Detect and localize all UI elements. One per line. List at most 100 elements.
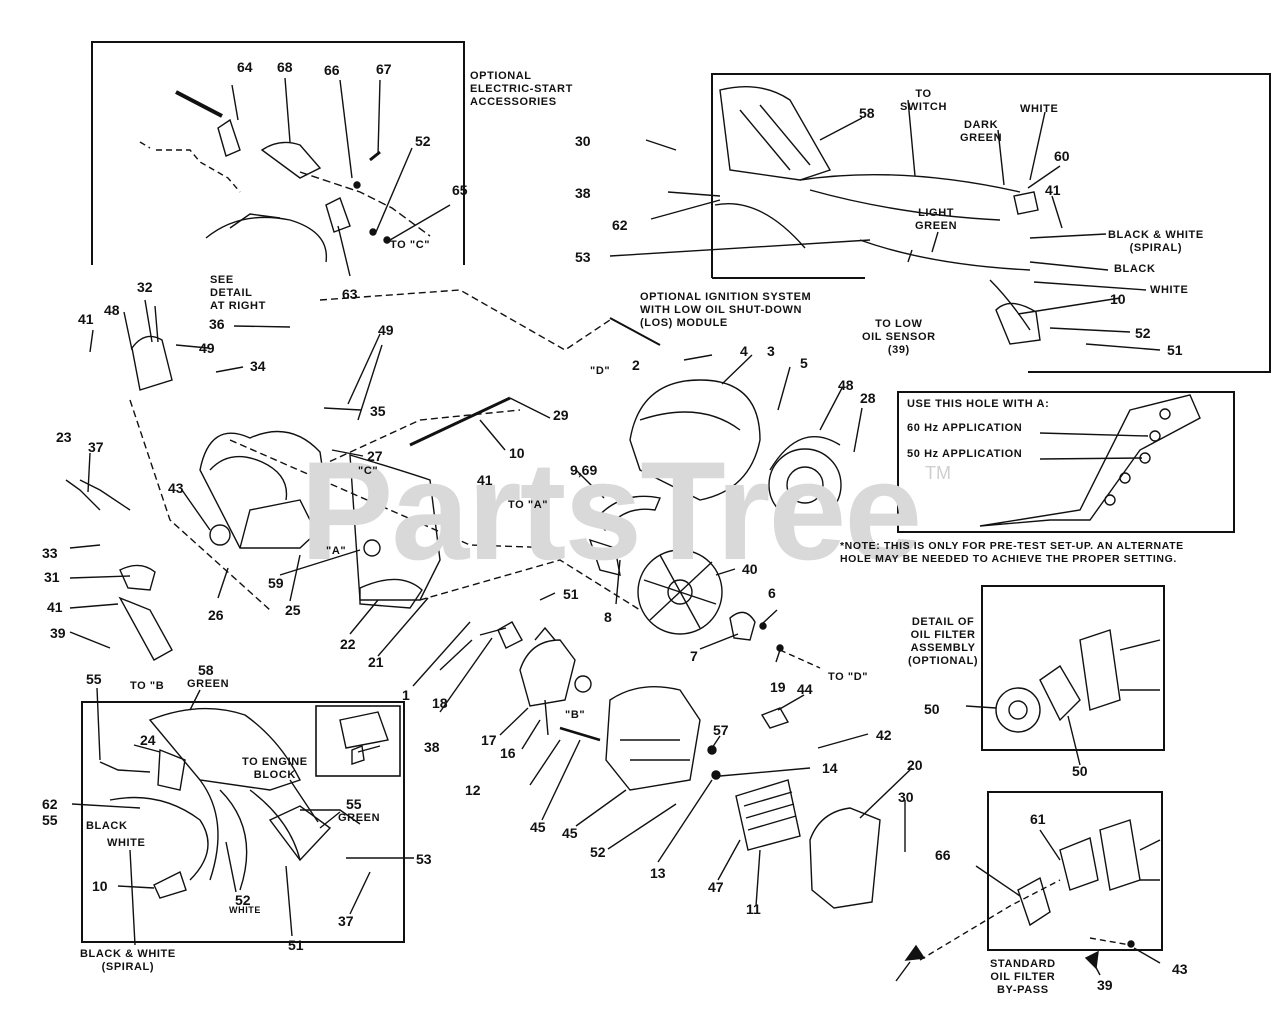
caption-c-mid: "C" bbox=[358, 465, 379, 477]
callout: 45 bbox=[530, 819, 546, 835]
callout: 6 bbox=[768, 585, 776, 601]
caption-to-engine-block: TO ENGINE BLOCK bbox=[242, 756, 308, 781]
callout: 9,69 bbox=[570, 462, 598, 478]
callout: 25 bbox=[285, 602, 301, 618]
callout: 28 bbox=[860, 390, 876, 406]
caption-see-detail: SEE DETAIL AT RIGHT bbox=[210, 274, 266, 312]
callout: 37 bbox=[88, 439, 104, 455]
caption-to-c-top: TO "C" bbox=[390, 239, 431, 251]
callout: 64 bbox=[237, 59, 253, 75]
callout: 51 bbox=[1167, 342, 1183, 358]
caption-50hz: 50 Hz APPLICATION bbox=[907, 448, 1023, 460]
caption-light-green: LIGHT GREEN bbox=[915, 207, 958, 232]
caption-black-white-spiral-left: BLACK & WHITE (SPIRAL) bbox=[80, 948, 176, 973]
callout: 41 bbox=[477, 472, 493, 488]
callout: 52 bbox=[1135, 325, 1151, 341]
callout: 65 bbox=[452, 182, 468, 198]
wire-harness-box-border bbox=[81, 701, 405, 943]
callout: 66 bbox=[935, 847, 951, 863]
caption-white-55: WHITE bbox=[229, 905, 261, 915]
callout: 33 bbox=[42, 545, 58, 561]
caption-green-55-top: GREEN bbox=[187, 678, 230, 690]
callout: 53 bbox=[575, 249, 591, 265]
callout: 51 bbox=[288, 937, 304, 953]
callout: 52 bbox=[590, 844, 606, 860]
callout: 66 bbox=[324, 62, 340, 78]
callout: 14 bbox=[822, 760, 838, 776]
callout: 10 bbox=[509, 445, 525, 461]
caption-to-switch: TO SWITCH bbox=[900, 88, 947, 113]
caption-black-left: BLACK bbox=[86, 820, 128, 832]
standard-oil-filter-box-border bbox=[987, 791, 1163, 951]
callout: 39 bbox=[1097, 977, 1113, 993]
callout: 67 bbox=[376, 61, 392, 77]
caption-white-right: WHITE bbox=[1150, 284, 1189, 296]
callout: 55 bbox=[346, 796, 362, 812]
caption-white-top: WHITE bbox=[1020, 103, 1059, 115]
callout: 7 bbox=[690, 648, 698, 664]
caption-standard-oil-filter: STANDARD OIL FILTER BY-PASS bbox=[990, 958, 1056, 996]
callout: 4 bbox=[740, 343, 748, 359]
callout: 63 bbox=[342, 286, 358, 302]
callout: 48 bbox=[838, 377, 854, 393]
callout: 19 bbox=[770, 679, 786, 695]
callout: 10 bbox=[92, 878, 108, 894]
watermark: PartsTree bbox=[300, 432, 922, 589]
callout: 62 bbox=[612, 217, 628, 233]
caption-a-mid: "A" bbox=[326, 545, 347, 557]
callout: 45 bbox=[562, 825, 578, 841]
callout: 68 bbox=[277, 59, 293, 75]
callout: 37 bbox=[338, 913, 354, 929]
callout: 11 bbox=[746, 901, 761, 917]
callout: 38 bbox=[575, 185, 591, 201]
callout: 35 bbox=[370, 403, 386, 419]
callout: 26 bbox=[208, 607, 224, 623]
callout: 47 bbox=[708, 879, 724, 895]
callout: 58 bbox=[198, 662, 214, 678]
callout: 12 bbox=[465, 782, 481, 798]
caption-note: *NOTE: THIS IS ONLY FOR PRE-TEST SET-UP.… bbox=[840, 540, 1184, 565]
caption-60hz: 60 Hz APPLICATION bbox=[907, 422, 1023, 434]
callout: 30 bbox=[575, 133, 591, 149]
callout: 43 bbox=[168, 480, 184, 496]
caption-optional-electric-start: OPTIONAL ELECTRIC-START ACCESSORIES bbox=[470, 70, 573, 108]
callout: 40 bbox=[742, 561, 758, 577]
callout: 18 bbox=[432, 695, 448, 711]
callout: 60 bbox=[1054, 148, 1070, 164]
callout: 3 bbox=[767, 343, 775, 359]
caption-white-left: WHITE bbox=[107, 837, 146, 849]
callout: 49 bbox=[378, 322, 394, 338]
callout: 57 bbox=[713, 722, 729, 738]
callout: 59 bbox=[268, 575, 284, 591]
callout: 1 bbox=[402, 687, 410, 703]
callout: 50 bbox=[1072, 763, 1088, 779]
callout: 53 bbox=[416, 851, 432, 867]
callout: 31 bbox=[44, 569, 60, 585]
callout: 23 bbox=[56, 429, 72, 445]
callout: 43 bbox=[1172, 961, 1188, 977]
callout: 22 bbox=[340, 636, 356, 652]
caption-detail-oil-filter: DETAIL OF OIL FILTER ASSEMBLY (OPTIONAL) bbox=[908, 616, 979, 667]
callout: 27 bbox=[367, 448, 383, 464]
trademark: TM bbox=[925, 463, 951, 483]
callout: 52 bbox=[415, 133, 431, 149]
callout: 21 bbox=[368, 654, 384, 670]
callout: 52 bbox=[235, 892, 251, 908]
ignition-box-border bbox=[711, 73, 1271, 373]
callout: 24 bbox=[140, 732, 156, 748]
callout: 30 bbox=[898, 789, 914, 805]
callout: 5 bbox=[800, 355, 808, 371]
caption-to-a: TO "A" bbox=[508, 499, 549, 511]
callout: 34 bbox=[250, 358, 266, 374]
callout: 62 bbox=[42, 796, 58, 812]
caption-black-white-spiral-right: BLACK & WHITE (SPIRAL) bbox=[1108, 229, 1204, 254]
callout: 16 bbox=[500, 745, 516, 761]
callout: 13 bbox=[650, 865, 666, 881]
caption-black-right: BLACK bbox=[1114, 263, 1156, 275]
callout: 55 bbox=[86, 671, 102, 687]
callout: 29 bbox=[553, 407, 569, 423]
caption-to-d: TO "D" bbox=[828, 671, 869, 683]
caption-optional-ignition: OPTIONAL IGNITION SYSTEM WITH LOW OIL SH… bbox=[640, 291, 812, 329]
callout: 8 bbox=[604, 609, 612, 625]
callout: 48 bbox=[104, 302, 120, 318]
